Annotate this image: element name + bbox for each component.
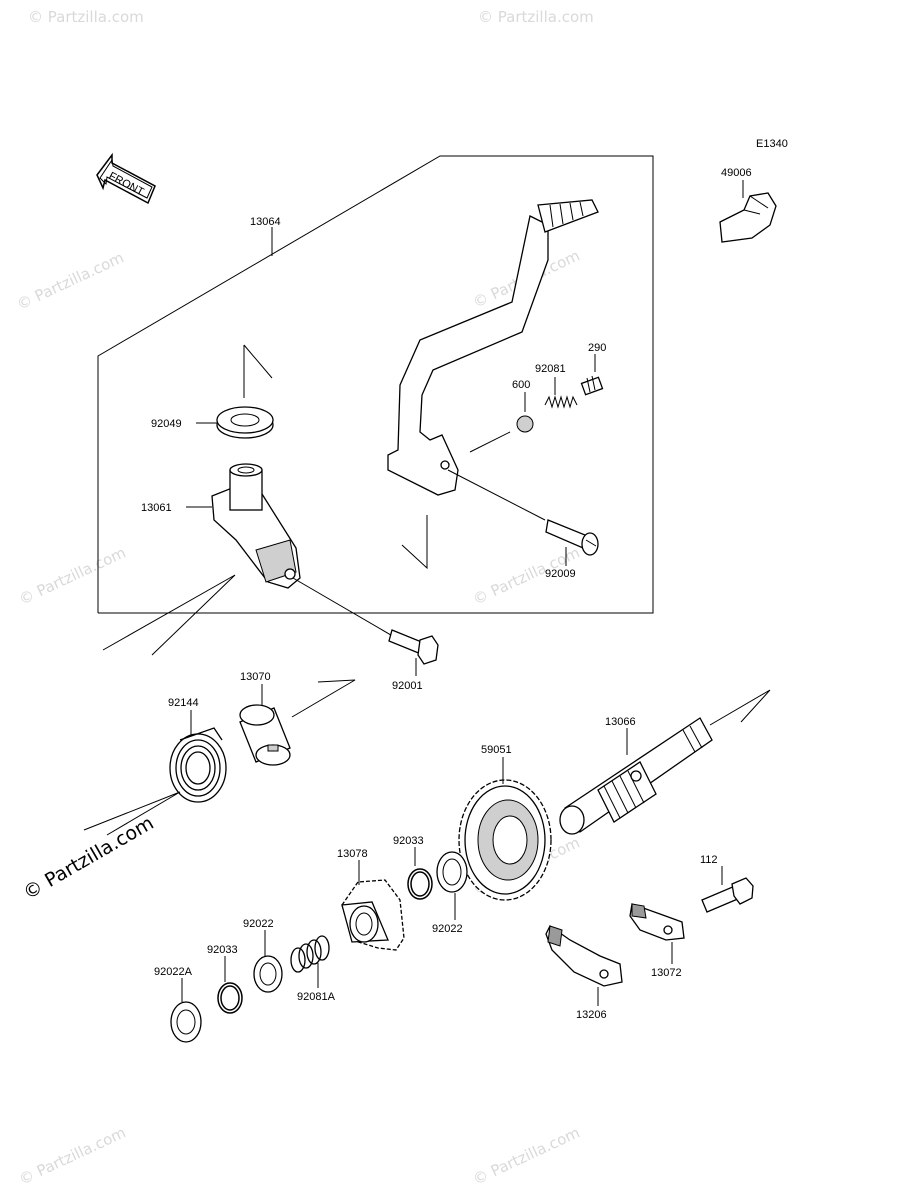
detent-spring [544, 395, 578, 409]
clamp-bolt [388, 629, 439, 665]
leader-ball [469, 431, 511, 453]
part-number-label: 59051 [481, 744, 512, 756]
watermark: © Partzilla.com [14, 248, 127, 313]
pedal-bolt [545, 519, 599, 556]
part-number-label: 92001 [392, 680, 423, 692]
part-number-label: 92033 [393, 835, 424, 847]
axis-line-seal [243, 344, 273, 398]
kick-shaft [559, 717, 713, 835]
spring-guide [239, 704, 291, 766]
part-labels: 49006 13064 290 92081 600 92049 13061 92009 9200… [141, 167, 752, 1021]
part-number-label: 92049 [151, 418, 182, 430]
part-number-label: 13078 [337, 848, 368, 860]
washer-lower [253, 955, 283, 993]
assembly-bracket [97, 155, 654, 614]
circlip-lower [217, 982, 243, 1014]
part-number-label: 92081 [535, 363, 566, 375]
watermark: © Partzilla.com [28, 8, 144, 26]
part-number-label: 92081A [297, 991, 336, 1003]
part-number-label: 600 [512, 379, 530, 391]
ratchet-spring [290, 935, 330, 973]
axis-line-shaft [709, 689, 771, 726]
part-number-label: 49006 [721, 167, 752, 179]
part-number-label: 13072 [651, 967, 682, 979]
washer-upper [436, 851, 468, 893]
oil-seal [216, 406, 274, 439]
axis-line-pedal [401, 515, 428, 570]
pedal-rubber [719, 192, 777, 243]
watermark: © Partzilla.com [478, 8, 594, 26]
part-number-label: 112 [700, 854, 718, 866]
watermark: © Partzilla.com [16, 1123, 129, 1188]
part-number-label: 290 [588, 342, 606, 354]
part-number-label: 13070 [240, 671, 271, 683]
circlip-upper [407, 868, 433, 900]
part-number-label: 92009 [545, 568, 576, 580]
part-number-label: 13066 [605, 716, 636, 728]
part-number-label: 92033 [207, 944, 238, 956]
detent-ball [516, 415, 534, 433]
watermark: © Partzilla.com [470, 1123, 583, 1188]
part-number-label: 92022 [243, 918, 274, 930]
axis-line-lever [102, 574, 236, 656]
front-arrow-icon: FRONT [96, 152, 156, 205]
part-number-label: 13064 [250, 216, 281, 228]
axis-line-spring [83, 791, 181, 836]
kick-gear [458, 779, 552, 901]
axis-line-guide [291, 679, 356, 718]
diagram-code: E1340 [756, 138, 788, 150]
kick-shaft-lever [211, 463, 301, 589]
watermark-dark: © Partzilla.com [20, 812, 158, 904]
set-screw [580, 375, 604, 396]
ratchet-guide [545, 925, 623, 987]
kick-pedal-arm [387, 199, 599, 496]
leader-lever-bolt [292, 577, 397, 639]
stopper-plate [629, 903, 685, 941]
part-number-label: 13206 [576, 1009, 607, 1021]
kick-spring [169, 727, 227, 803]
kick-ratchet [341, 879, 405, 951]
part-number-label: 92022A [154, 966, 193, 978]
part-number-label: 13061 [141, 502, 172, 514]
guide-bolt [701, 877, 754, 913]
part-number-label: 92022 [432, 923, 463, 935]
watermark: © Partzilla.com [16, 543, 129, 608]
washer-92022A [170, 1001, 202, 1043]
part-number-label: 92144 [168, 697, 199, 709]
leader-pedal-bolt [447, 469, 546, 521]
